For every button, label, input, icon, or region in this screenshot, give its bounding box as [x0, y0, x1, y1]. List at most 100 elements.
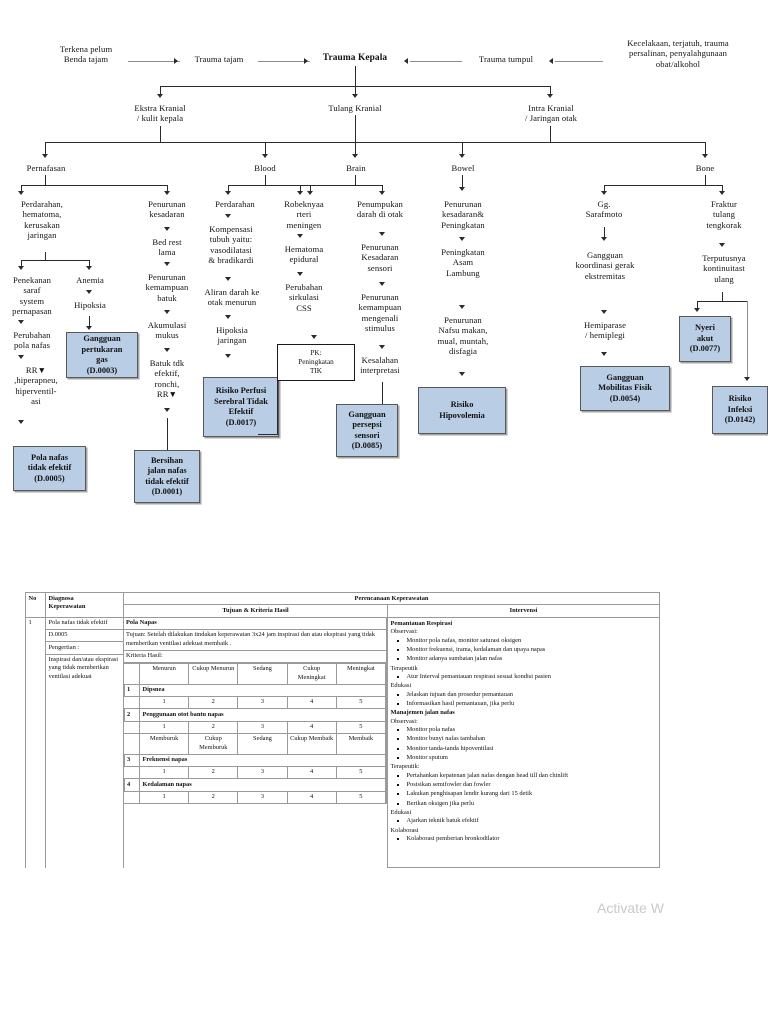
connector: [258, 434, 278, 435]
arrow-down-icon: [262, 154, 268, 158]
intervention-group-label: Edukasi: [390, 682, 412, 690]
cell-goal-title: Pola Napas: [123, 617, 387, 630]
connector: [21, 260, 89, 261]
intervention-items: Monitor pola nafasMonitor bunyi nafas ta…: [401, 726, 657, 762]
criteria-value[interactable]: 4: [286, 790, 337, 804]
node-blood-perdarahan: Perdarahan: [215, 199, 255, 209]
intervention-item: Monitor pola nafas: [407, 726, 657, 734]
connector: [355, 86, 356, 96]
connector: [160, 126, 161, 142]
criteria-value[interactable]: 3: [237, 790, 288, 804]
arrow-down-icon: [164, 227, 170, 231]
arrow-down-icon: [86, 326, 92, 330]
scale-label: Memburuk: [138, 732, 190, 755]
criteria-value[interactable]: 3: [237, 765, 288, 780]
connector: [89, 316, 90, 328]
criteria-value[interactable]: 1: [138, 765, 190, 780]
arrow-down-icon: [459, 154, 465, 158]
arrow-left-icon: [549, 58, 553, 64]
connector: [310, 185, 311, 193]
criteria-value[interactable]: 4: [286, 765, 337, 780]
scale-label: Meningkat: [335, 662, 387, 685]
criteria-value[interactable]: 1: [138, 720, 190, 734]
criteria-value[interactable]: 1: [138, 790, 190, 804]
connector: [167, 418, 168, 450]
scale-label: Sedang: [237, 662, 288, 685]
connector: [21, 260, 22, 268]
intervention-item: Jelaskan tujuan dan prosedur pemantauan: [407, 691, 657, 699]
criteria-value[interactable]: 2: [188, 790, 239, 804]
connector: [265, 175, 266, 185]
table-subheader-row: Tujuan & Kriteria Hasil Intervensi: [26, 604, 660, 618]
criteria-value[interactable]: 4: [286, 695, 337, 710]
connector: [265, 142, 266, 156]
arrow-right-icon: [174, 58, 178, 64]
arrow-left-icon: [404, 58, 408, 64]
intervention-item: Berikan oksigen jika perlu: [407, 800, 657, 808]
node-system-bone: Bone: [695, 163, 715, 173]
arrow-down-icon: [601, 310, 607, 314]
criteria-value[interactable]: 3: [237, 720, 288, 734]
criteria-value[interactable]: 5: [335, 695, 387, 710]
criteria-value[interactable]: 1: [138, 695, 190, 710]
intervention-items: Pertahankan kepatenan jalan nafas dengan…: [401, 772, 657, 808]
connector: [604, 227, 605, 239]
connector: [355, 142, 356, 156]
criteria-value[interactable]: 2: [188, 720, 239, 734]
intervention-group-label: Edukasi: [390, 809, 412, 817]
criteria-value[interactable]: 5: [335, 790, 387, 804]
header-intervensi: Intervensi: [387, 604, 660, 618]
node-trauma-kepala: Trauma Kepala: [322, 53, 388, 63]
arrow-down-icon: [379, 345, 385, 349]
arrow-down-icon: [18, 420, 24, 424]
intervention-items: Atur Interval pemantauan respirasi sesua…: [401, 673, 657, 681]
criteria-value[interactable]: 5: [335, 765, 387, 780]
intervention-item: Monitor pola nafas, monitor saturasi oks…: [407, 637, 657, 645]
connector: [45, 252, 46, 260]
arrow-down-icon: [18, 191, 24, 195]
criteria-value[interactable]: 2: [188, 695, 239, 710]
arrow-down-icon: [225, 277, 231, 281]
node-system-brain: Brain: [346, 163, 366, 173]
arrow-down-icon: [86, 290, 92, 294]
connector: [705, 142, 706, 156]
scale-label: Cukup Meningkat: [286, 662, 337, 685]
connector: [355, 175, 356, 185]
connector: [310, 185, 382, 186]
arrow-down-icon: [601, 191, 607, 195]
arrow-down-icon: [297, 234, 303, 238]
arrow-down-icon: [157, 94, 163, 98]
criteria-value[interactable]: 2: [188, 765, 239, 780]
criteria-value[interactable]: 5: [335, 720, 387, 734]
criteria-value[interactable]: 4: [286, 720, 337, 734]
criteria-name: Dipsnea: [139, 683, 386, 697]
node-hipoksia: Hipoksia: [74, 300, 106, 310]
arrow-down-icon: [601, 352, 607, 356]
criteria-value[interactable]: 3: [237, 695, 288, 710]
connector: [697, 301, 747, 302]
intervention-title: Pemantauan Respirasi: [390, 620, 453, 628]
arrow-down-icon: [694, 308, 700, 312]
